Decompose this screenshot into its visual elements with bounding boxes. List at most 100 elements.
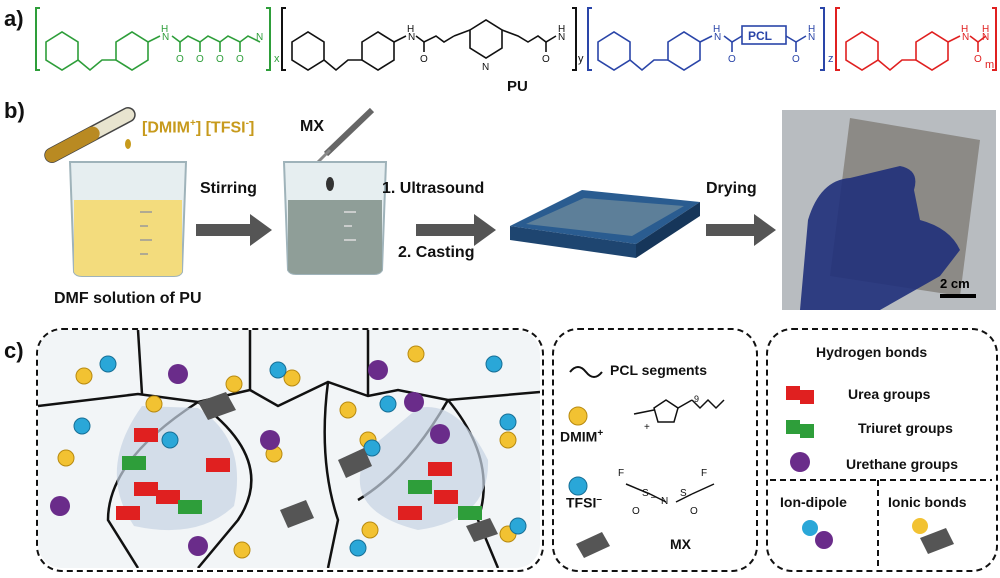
cation-icons [57,345,517,559]
tfsi-atom-n: N [661,496,669,507]
hbond-blocks [116,428,482,520]
atom-n: N [558,32,565,43]
atom-h: H [407,24,414,35]
atom-o: O [728,54,736,65]
tfsi-icon [568,476,588,496]
urethane-icon [790,452,810,472]
dmim-chain-length: 9 [694,394,700,404]
process-illustration [44,107,996,310]
legend-mx-label: MX [670,536,691,552]
panel-label-b: b) [4,98,25,123]
panel-label-c: c) [4,338,24,363]
mx-icon [576,532,610,558]
pcl-box-label: PCL [748,29,772,43]
legend-triuret-label: Triuret groups [858,420,953,436]
beaker-caption: DMF solution of PU [54,290,202,307]
subscript-x: x [274,53,280,65]
atom-h: H [558,24,565,35]
ionic-bond-icon [912,518,954,554]
dmim-structure [633,398,725,423]
atom-h: H [161,24,168,35]
atom-n: N [408,32,415,43]
urethane-icons [50,360,450,556]
polymer-structure: H N O O O O N x H N O O N N H y [35,7,997,73]
atom-n: N [162,32,169,43]
atom-n: N [714,32,721,43]
atom-n: N [808,32,815,43]
arrow-icon [706,214,776,246]
atom-h: H [808,24,815,35]
casting-mold-icon [510,190,700,258]
pcl-segment-icon [569,366,603,378]
legend-dmim-label: DMIM+ [560,428,604,445]
beaker-grey-icon [282,161,388,275]
ionic-liquid-label: [DMIM+] [TFSI-] [142,118,255,137]
scale-bar-icon [940,294,976,298]
test-tube-icon [44,107,136,163]
film-photo [782,110,996,310]
atom-o: O [974,54,982,65]
droplet-icon [125,139,131,149]
atom-o: O [216,54,224,65]
atom-n: N [256,32,263,43]
arrow-icon [196,214,272,246]
tfsi-atom-f: F [701,468,708,479]
interaction-legend-icons [770,386,992,566]
atom-h: H [961,24,968,35]
black-pyridine-block [281,7,577,71]
legend-ion-dipole-label: Ion-dipole [780,494,847,510]
component-legend-box [552,328,758,572]
legend-urea-label: Urea groups [848,386,931,402]
dmim-icon [568,406,588,426]
scale-bar-label: 2 cm [940,276,970,291]
green-triuret-block [35,7,271,71]
pipette-icon [314,107,375,166]
atom-h: H [982,24,989,35]
tfsi-atom-s: S [680,488,687,499]
step-ultrasound-label: 1. Ultrasound [382,180,485,197]
tfsi-atom-f: F [618,468,625,479]
ion-dipole-icon [802,520,833,549]
atom-o: O [420,54,428,65]
red-urea-block [835,7,997,71]
urea-icon [786,386,814,404]
mx-label: MX [300,118,324,135]
network-illustration [38,330,540,568]
tfsi-atom-s: S [642,488,649,499]
beaker-yellow-icon [68,161,188,277]
atom-n: N [482,62,489,73]
component-legend-icons [568,366,725,558]
legend-hbond-title: Hydrogen bonds [816,344,928,360]
anion-icons [73,355,527,557]
subscript-y: y [578,53,584,65]
legend-pcl-label: PCL segments [610,362,707,378]
atom-n: N [982,32,989,43]
arrow-icon [416,214,496,246]
atom-o: O [196,54,204,65]
atom-h: H [713,24,720,35]
mx-sheet-icons [198,392,498,542]
triuret-icon [786,420,814,438]
atom-n: N [962,32,969,43]
legend-tfsi-label: TFSI– [566,494,602,511]
step-stirring-label: Stirring [200,180,257,197]
interaction-legend-box [766,328,998,572]
atom-o: O [542,54,550,65]
legend-ionic-bonds-label: Ionic bonds [888,494,967,510]
subscript-m: m [985,59,994,71]
subscript-z: z [828,53,834,65]
atom-o: O [792,54,800,65]
tfsi-structure [625,483,715,503]
blue-pcl-block [587,7,825,71]
step-casting-label: 2. Casting [398,244,475,261]
polymer-name: PU [507,78,528,95]
step-drying-label: Drying [706,180,757,197]
dmim-charge: + [644,422,650,433]
legend-urethane-label: Urethane groups [846,456,959,472]
tfsi-atom-o: O [690,506,698,517]
atom-o: O [236,54,244,65]
atom-o: O [176,54,184,65]
tfsi-atom-o: O [632,506,640,517]
tfsi-charge: – [651,492,657,503]
network-box [36,328,544,572]
